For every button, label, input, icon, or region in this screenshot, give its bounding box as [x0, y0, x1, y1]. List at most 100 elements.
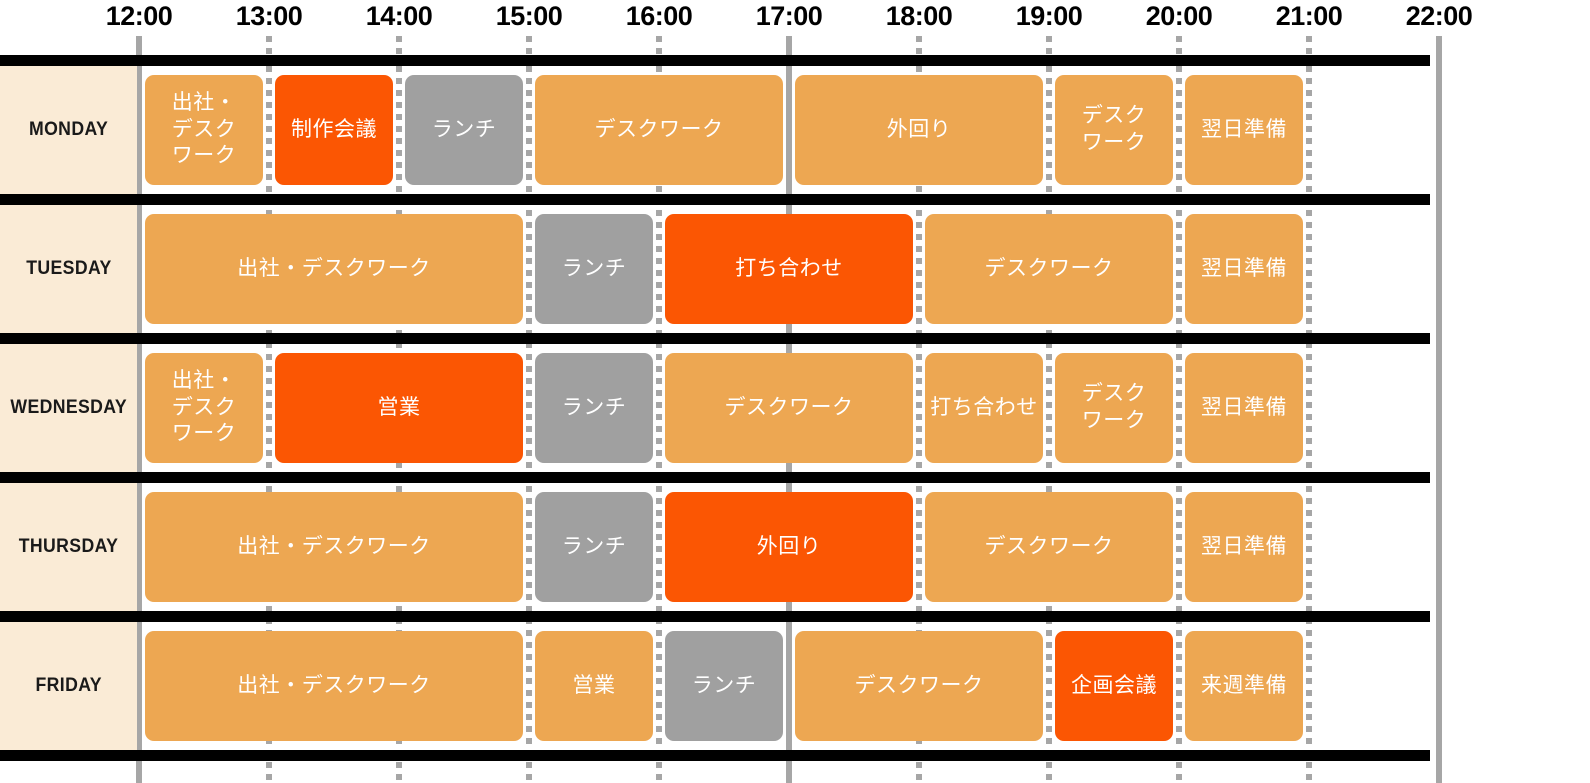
schedule-block[interactable]: 打ち合わせ	[925, 353, 1043, 463]
schedule-block-label: デスクワーク	[724, 395, 854, 419]
axis-tick-label: 21:00	[1275, 1, 1343, 31]
schedule-block[interactable]: 出社・デスクワーク	[145, 492, 523, 602]
row-separator	[0, 55, 1430, 66]
schedule-block-label: ランチ	[561, 395, 627, 419]
axis-tick-mark	[266, 36, 272, 66]
schedule-block[interactable]: 制作会議	[275, 75, 393, 185]
schedule-block-label: 出社・ デスク ワーク	[171, 90, 237, 168]
schedule-block-label: 営業	[377, 395, 421, 419]
schedule-block[interactable]: 翌日準備	[1185, 75, 1303, 185]
axis-tick-label: 14:00	[365, 1, 433, 31]
day-track: 出社・ デスク ワーク 営業 ランチ デスクワーク 打ち合わせデスク ワーク 翌日準備	[0, 344, 1590, 472]
axis-tick-mark	[1306, 36, 1312, 66]
schedule-block[interactable]: 外回り	[665, 492, 913, 602]
row-separator	[0, 194, 1430, 205]
axis-tick-mark	[916, 36, 922, 66]
schedule-block-label: 翌日準備	[1201, 256, 1287, 280]
axis-tick-mark	[136, 36, 142, 66]
schedule-block[interactable]: 出社・ デスク ワーク	[145, 353, 263, 463]
schedule-block-label: 来週準備	[1201, 673, 1287, 697]
schedule-block[interactable]: ランチ	[535, 214, 653, 324]
schedule-block[interactable]: 翌日準備	[1185, 492, 1303, 602]
day-label: MONDAY	[28, 119, 109, 140]
row-separator	[0, 333, 1430, 344]
schedule-block[interactable]: 営業	[275, 353, 523, 463]
schedule-block-label: 打ち合わせ	[930, 395, 1038, 419]
axis-tick-label: 16:00	[625, 1, 693, 31]
schedule-block[interactable]: 打ち合わせ	[665, 214, 913, 324]
schedule-block-label: デスクワーク	[984, 256, 1114, 280]
axis-tick-mark	[526, 36, 532, 66]
schedule-block-label: ランチ	[561, 256, 627, 280]
schedule-block[interactable]: ランチ	[535, 492, 653, 602]
table-row: THURSDAY 出社・デスクワーク ランチ 外回り デスクワーク 翌日準備	[0, 483, 1590, 611]
row-separator	[0, 611, 1430, 622]
axis-tick-mark	[786, 36, 792, 66]
schedule-block[interactable]: 企画会議	[1055, 631, 1173, 741]
table-row: FRIDAY 出社・デスクワーク営業 ランチ デスクワーク 企画会議 来週準備	[0, 622, 1590, 750]
schedule-block[interactable]: 営業	[535, 631, 653, 741]
schedule-block[interactable]: デスクワーク	[535, 75, 783, 185]
schedule-block-label: 翌日準備	[1201, 117, 1287, 141]
axis-tick-mark	[1436, 36, 1442, 66]
schedule-block-label: 翌日準備	[1201, 395, 1287, 419]
schedule-block[interactable]: ランチ	[405, 75, 523, 185]
schedule-block[interactable]: デスクワーク	[795, 631, 1043, 741]
day-label: THURSDAY	[18, 536, 119, 557]
schedule-block-label: ランチ	[691, 673, 757, 697]
schedule-block-label: 外回り	[886, 117, 952, 141]
axis-tick-mark	[396, 36, 402, 66]
axis-tick-label: 17:00	[755, 1, 823, 31]
schedule-block-label: 制作会議	[291, 117, 377, 141]
schedule-block-label: デスクワーク	[984, 534, 1114, 558]
schedule-block[interactable]: デスク ワーク	[1055, 353, 1173, 463]
day-label: TUESDAY	[25, 258, 112, 279]
schedule-block-label: 出社・デスクワーク	[237, 534, 431, 558]
day-label-cell: WEDNESDAY	[0, 344, 137, 472]
day-track: 出社・デスクワーク営業 ランチ デスクワーク 企画会議 来週準備	[0, 622, 1590, 750]
schedule-block-label: ランチ	[431, 117, 497, 141]
schedule-block-label: 出社・デスクワーク	[237, 256, 431, 280]
schedule-block[interactable]: 出社・デスクワーク	[145, 214, 523, 324]
axis-tick-label: 18:00	[885, 1, 953, 31]
schedule-block-label: 翌日準備	[1201, 534, 1287, 558]
table-row: MONDAY 出社・ デスク ワーク 制作会議 ランチ デスクワーク 外回り デスク ワーク…	[0, 66, 1590, 194]
schedule-block-label: 打ち合わせ	[735, 256, 843, 280]
schedule-block-label: 外回り	[756, 534, 822, 558]
day-track: 出社・デスクワーク ランチ 打ち合わせ デスクワーク 翌日準備	[0, 205, 1590, 333]
schedule-block[interactable]: ランチ	[535, 353, 653, 463]
axis-tick-mark	[1176, 36, 1182, 66]
axis-tick-label: 13:00	[235, 1, 303, 31]
schedule-block[interactable]: デスクワーク	[665, 353, 913, 463]
schedule-block[interactable]: 翌日準備	[1185, 353, 1303, 463]
schedule-block[interactable]: 出社・デスクワーク	[145, 631, 523, 741]
schedule-block[interactable]: 外回り	[795, 75, 1043, 185]
schedule-block[interactable]: 来週準備	[1185, 631, 1303, 741]
schedule-block-label: デスク ワーク	[1081, 104, 1147, 154]
axis-tick-label: 19:00	[1015, 1, 1083, 31]
time-axis: 12:00 13:00 14:00 15:00 16:00 17:00 18:00 19:00…	[0, 0, 1590, 66]
schedule-block[interactable]: ランチ	[665, 631, 783, 741]
table-row: TUESDAY 出社・デスクワーク ランチ 打ち合わせ デスクワーク 翌日準備	[0, 205, 1590, 333]
axis-tick-label: 15:00	[495, 1, 563, 31]
schedule-block[interactable]: デスクワーク	[925, 214, 1173, 324]
schedule-block[interactable]: 出社・ デスク ワーク	[145, 75, 263, 185]
schedule-block-label: デスクワーク	[594, 117, 724, 141]
day-label-cell: MONDAY	[0, 66, 137, 194]
schedule-block[interactable]: デスクワーク	[925, 492, 1173, 602]
day-label: FRIDAY	[35, 675, 102, 696]
day-label-cell: THURSDAY	[0, 483, 137, 611]
day-label-cell: TUESDAY	[0, 205, 137, 333]
schedule-block[interactable]: デスク ワーク	[1055, 75, 1173, 185]
day-track: 出社・デスクワーク ランチ 外回り デスクワーク 翌日準備	[0, 483, 1590, 611]
schedule-block[interactable]: 翌日準備	[1185, 214, 1303, 324]
schedule-block-label: ランチ	[561, 534, 627, 558]
axis-tick-mark	[1046, 36, 1052, 66]
axis-tick-label: 22:00	[1405, 1, 1473, 31]
schedule-block-label: 企画会議	[1071, 673, 1157, 697]
schedule-block-label: デスクワーク	[854, 673, 984, 697]
axis-tick-label: 12:00	[105, 1, 173, 31]
